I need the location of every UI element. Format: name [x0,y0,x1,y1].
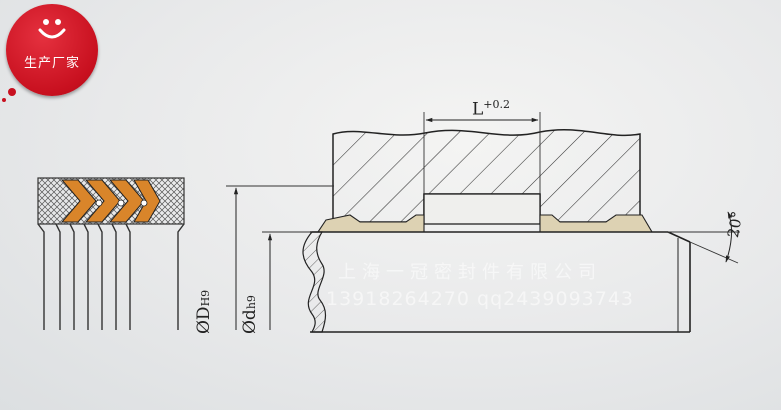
badge-tail-dot [8,88,16,96]
seal-chevron-ring [108,179,145,223]
seal-chevron-ring [60,179,97,223]
installation-drawing [226,112,740,333]
housing-section [332,128,641,223]
seal-chevron-ring [84,179,121,223]
seal-section-view [37,177,185,330]
L-label: L+0.2 [472,98,511,120]
angle-arc [725,211,733,263]
bore-diameter-label: ØDH9 [194,289,214,334]
rod-diameter-label: Ødh9 [240,295,260,334]
watermark-company: 上海一冠密封件有限公司 [338,262,602,283]
rod-chamfer [667,231,691,243]
badge-tail-dot [2,98,6,102]
rod-break-section [302,231,327,333]
watermark-contact: 13918264270 qq2439093743 [326,288,635,310]
smiley-icon [38,19,66,39]
manufacturer-badge: 生产厂家 [6,4,98,96]
badge-label: 生产厂家 [23,56,80,71]
seal-leader-lines [37,223,185,330]
